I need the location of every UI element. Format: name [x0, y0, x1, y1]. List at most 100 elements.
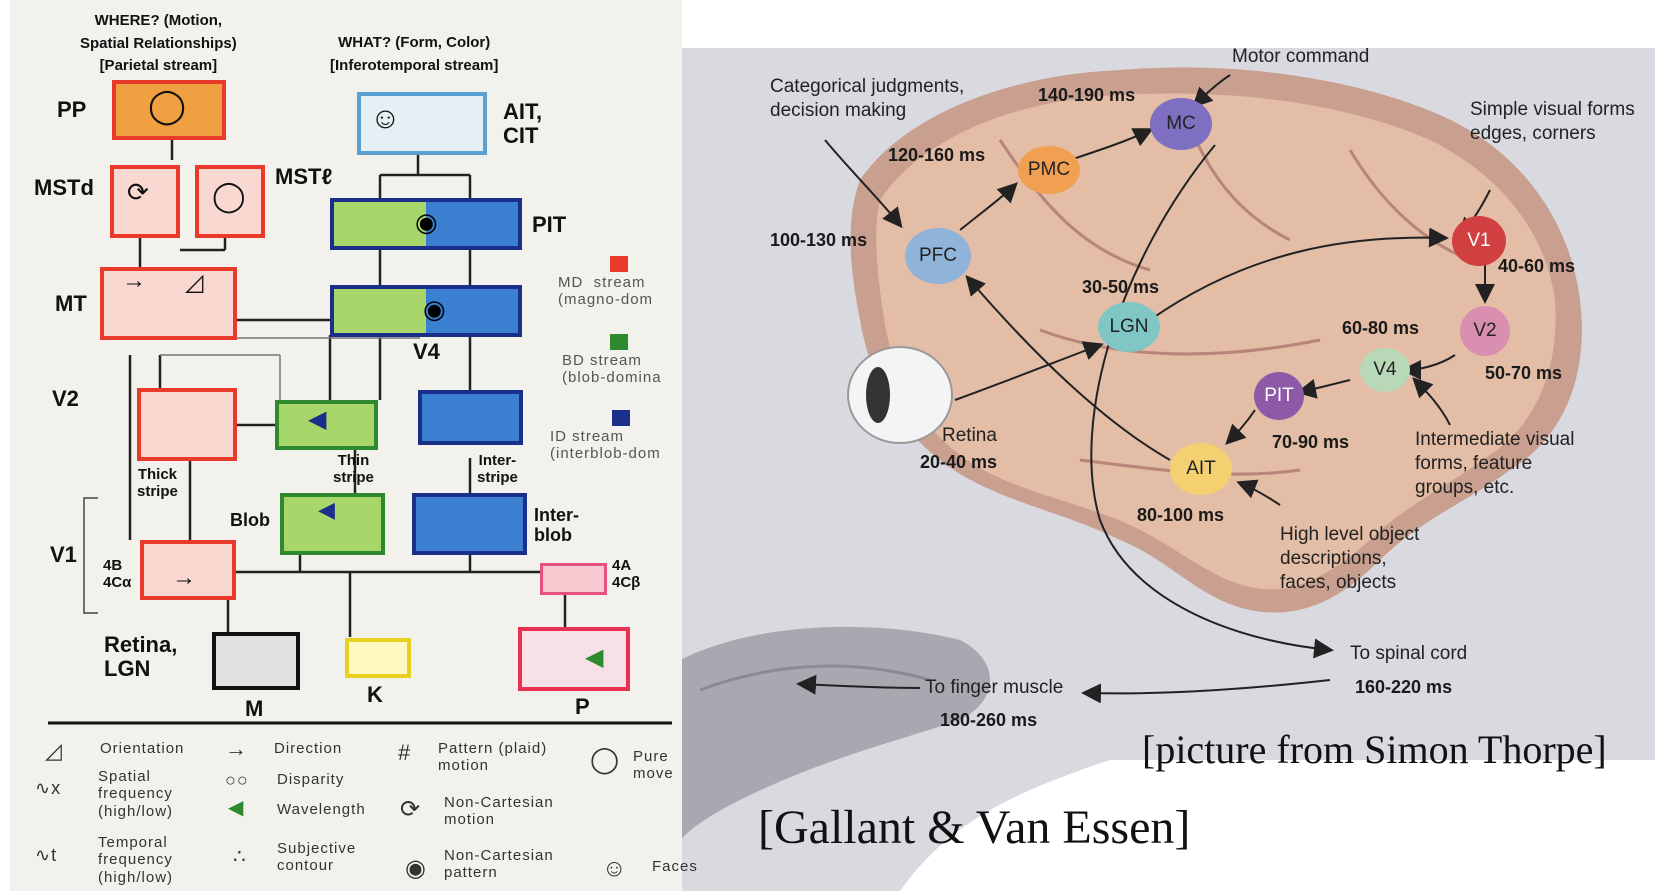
interblob-label: Inter- blob [534, 506, 579, 546]
what-header: WHAT? (Form, Color) [Inferotemporal stre… [330, 32, 498, 77]
layer-4a-label: 4A 4Cβ [612, 558, 640, 591]
thin-stripe-box [275, 400, 378, 450]
wavelength-legend: Wavelength [277, 801, 366, 818]
retina-lgn-label: Retina, LGN [104, 633, 177, 681]
temporal-frequency-legend: Temporal frequency (high/low) [98, 834, 173, 886]
lgn-latency: 30-50 ms [1082, 277, 1159, 298]
spatial-frequency-icon: ∿x [35, 778, 61, 799]
direction-legend: Direction [274, 740, 342, 757]
v2-node: V2 [1460, 306, 1510, 356]
high-level-annotation: High level object descriptions, faces, o… [1280, 523, 1419, 594]
id-stream-label: ID stream (interblob-dom [550, 428, 661, 463]
m-box [212, 632, 300, 690]
pure-motion-icon: ◯ [590, 745, 620, 775]
v4-label: V4 [413, 340, 440, 364]
v4-pattern-icon: ◉ [423, 295, 446, 324]
v2-latency: 50-70 ms [1485, 363, 1562, 384]
disparity-icon: ○○ [225, 770, 249, 791]
mstl-label: MSTℓ [275, 165, 332, 189]
motor-command-annotation: Motor command [1232, 45, 1369, 69]
interblob-box [412, 493, 527, 555]
pattern-motion-icon: # [398, 740, 411, 765]
id-stream-swatch [612, 410, 630, 426]
p-wavelength-icon: ◀ [585, 645, 603, 671]
p-box [518, 627, 630, 691]
temporal-frequency-icon: ∿t [35, 845, 57, 866]
categorical-annotation: Categorical judgments, decision making [770, 75, 964, 123]
mt-orientation-icon: ◿ [185, 270, 203, 296]
pmc-node: PMC [1018, 146, 1080, 194]
mc-latency: 140-190 ms [1038, 85, 1135, 106]
simple-forms-annotation: Simple visual forms edges, corners [1470, 98, 1635, 146]
non-cartesian-motion-icon: ⟳ [400, 796, 421, 824]
direction-icon: → [225, 736, 248, 761]
pfc-node: PFC [905, 228, 971, 284]
wavelength-icon: ◀ [228, 797, 244, 820]
retina-annotation: Retina [942, 424, 997, 448]
faces-icon: ☺ [602, 855, 628, 883]
thick-stripe-label: Thick stripe [137, 467, 178, 500]
pit-node: PIT [1254, 372, 1304, 420]
orientation-legend: Orientation [100, 740, 184, 757]
bd-stream-swatch [610, 334, 628, 350]
v1-direction-icon: → [172, 565, 196, 591]
disparity-legend: Disparity [277, 771, 344, 788]
pattern-motion-legend: Pattern (plaid) motion [438, 740, 547, 775]
ait-node: AIT [1170, 443, 1232, 495]
interstripe-label: Inter- stripe [477, 453, 518, 486]
pit-label: PIT [532, 213, 566, 237]
orientation-icon: ◿ [45, 738, 63, 763]
faces-legend: Faces [652, 858, 698, 875]
ait-latency: 80-100 ms [1137, 505, 1224, 526]
thick-stripe-box [137, 388, 237, 461]
v2-label: V2 [52, 387, 79, 411]
blob-wavelength-icon: ◀ [318, 498, 335, 522]
pp-label: PP [57, 98, 86, 122]
mc-node: MC [1150, 98, 1212, 150]
retina-latency: 20-40 ms [920, 452, 997, 473]
blob-label: Blob [230, 511, 270, 531]
mstd-label: MSTd [34, 176, 94, 200]
finger-latency: 180-260 ms [940, 710, 1037, 731]
gallant-credit: [Gallant & Van Essen] [758, 800, 1190, 855]
non-cartesian-pattern-legend: Non-Cartesian pattern [444, 847, 554, 882]
m-label: M [245, 697, 263, 721]
pit-pattern-icon: ◉ [415, 208, 438, 237]
bd-stream-label: BD stream (blob-domina [562, 352, 662, 387]
v1-latency: 40-60 ms [1498, 256, 1575, 277]
lgn-node: LGN [1098, 302, 1160, 352]
mt-direction-icon: → [122, 268, 146, 294]
mstl-motion-icon: ◯ [212, 180, 246, 213]
to-finger-annotation: To finger muscle [925, 676, 1063, 700]
non-cartesian-pattern-icon: ◉ [405, 855, 427, 883]
p-label: P [575, 695, 590, 719]
spatial-frequency-legend: Spatial frequency (high/low) [98, 768, 173, 820]
thin-stripe-label: Thin stripe [333, 453, 374, 486]
k-label: K [367, 683, 383, 707]
face-icon: ☺ [370, 102, 401, 135]
md-stream-label: MD stream (magno-dom [558, 274, 653, 309]
pmc-latency: 120-160 ms [888, 145, 985, 166]
v1-4a-box [540, 563, 607, 595]
v1-label: V1 [50, 543, 77, 567]
ait-cit-label: AIT, CIT [503, 100, 542, 148]
pit-latency: 70-90 ms [1272, 432, 1349, 453]
mstd-rotation-icon: ⟳ [127, 178, 149, 207]
pp-motion-icon: ◯ [148, 88, 186, 125]
layer-4b-label: 4B 4Cα [103, 558, 131, 591]
k-box [345, 638, 411, 678]
non-cartesian-motion-legend: Non-Cartesian motion [444, 794, 554, 829]
pure-motion-legend: Pure move [633, 748, 674, 783]
v4-node: V4 [1360, 348, 1410, 392]
v4-latency: 60-80 ms [1342, 318, 1419, 339]
mt-box [100, 267, 237, 340]
mt-label: MT [55, 292, 87, 316]
intermediate-annotation: Intermediate visual forms, feature group… [1415, 428, 1574, 499]
where-header: WHERE? (Motion, Spatial Relationships) [… [80, 10, 237, 78]
interstripe-box [418, 390, 523, 445]
subjective-contour-legend: Subjective contour [277, 840, 356, 875]
spinal-latency: 160-220 ms [1355, 677, 1452, 698]
md-stream-swatch [610, 256, 628, 272]
pfc-latency: 100-130 ms [770, 230, 867, 251]
